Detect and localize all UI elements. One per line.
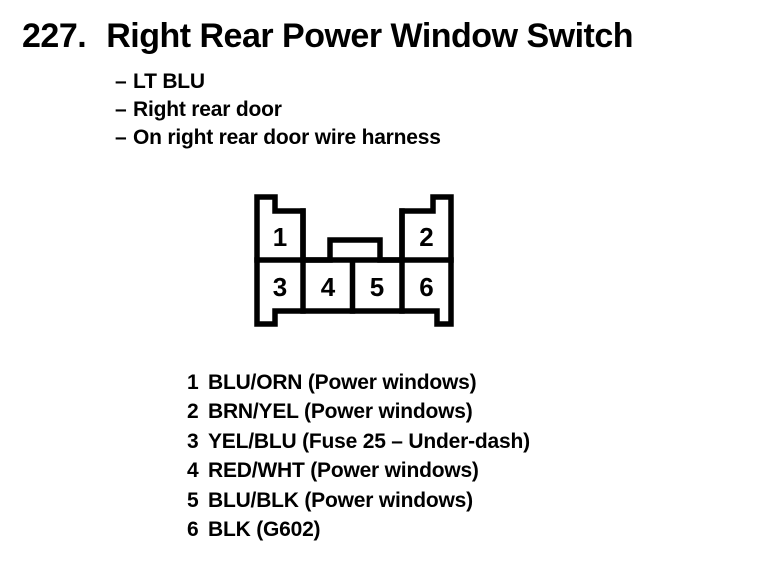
legend-wire-text: RED/WHT (Power windows) xyxy=(208,459,479,483)
pin-label-6: 6 xyxy=(419,272,433,302)
pin-label-3: 3 xyxy=(273,272,287,302)
legend-pin-number: 6 xyxy=(187,518,199,542)
legend-row: 6 BLK (G602) xyxy=(187,515,530,544)
legend-row: 5 BLU/BLK (Power windows) xyxy=(187,486,530,515)
pin-label-4: 4 xyxy=(321,272,336,302)
pin-label-2: 2 xyxy=(419,222,433,252)
legend-wire-text: YEL/BLU (Fuse 25 – Under-dash) xyxy=(208,429,530,453)
page-title: 227. Right Rear Power Window Switch xyxy=(22,17,634,55)
legend-pin-number: 2 xyxy=(187,400,199,424)
legend-pin-number: 4 xyxy=(187,459,199,483)
detail-item: – Right rear door xyxy=(115,96,441,124)
detail-item: – LT BLU xyxy=(115,68,441,96)
dash-bullet: – xyxy=(115,98,127,121)
pin-legend: 1 BLU/ORN (Power windows) 2 BRN/YEL (Pow… xyxy=(187,368,530,544)
dash-bullet: – xyxy=(115,70,127,93)
legend-wire-text: BLK (G602) xyxy=(208,518,321,542)
detail-item: – On right rear door wire harness xyxy=(115,124,441,152)
legend-row: 4 RED/WHT (Power windows) xyxy=(187,456,530,485)
legend-row: 2 BRN/YEL (Power windows) xyxy=(187,397,530,426)
legend-pin-number: 3 xyxy=(187,429,199,453)
detail-text: LT BLU xyxy=(133,70,205,93)
legend-wire-text: BRN/YEL (Power windows) xyxy=(208,400,473,424)
detail-text: On right rear door wire harness xyxy=(133,126,441,149)
legend-pin-number: 5 xyxy=(187,488,199,512)
legend-pin-number: 1 xyxy=(187,371,199,394)
pin-label-5: 5 xyxy=(370,272,384,302)
pin-label-1: 1 xyxy=(273,222,287,252)
legend-row: 1 BLU/ORN (Power windows) xyxy=(187,368,530,397)
detail-text: Right rear door xyxy=(133,98,282,121)
dash-bullet: – xyxy=(115,126,127,149)
legend-wire-text: BLU/ORN (Power windows) xyxy=(208,371,477,394)
legend-row: 3 YEL/BLU (Fuse 25 – Under-dash) xyxy=(187,427,530,456)
detail-list: – LT BLU – Right rear door – On right re… xyxy=(115,68,441,152)
connector-cavity-walls xyxy=(254,208,454,314)
page-title-text: Right Rear Power Window Switch xyxy=(106,17,634,55)
legend-wire-text: BLU/BLK (Power windows) xyxy=(208,488,473,512)
section-number: 227. xyxy=(22,17,87,55)
